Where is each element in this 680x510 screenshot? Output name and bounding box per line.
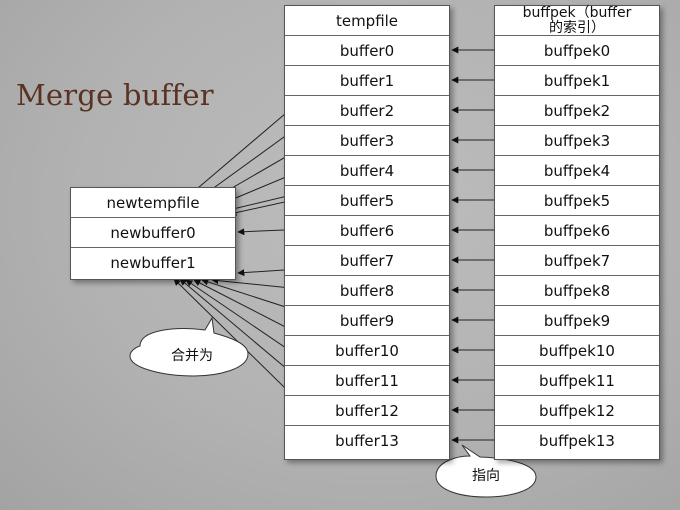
buffpek-entry-5: buffpek5 [495, 186, 659, 216]
buffpek-entry-12: buffpek12 [495, 396, 659, 426]
buffpek-entry-10: buffpek10 [495, 336, 659, 366]
newtempfile-buffer-0: newbuffer0 [71, 218, 235, 248]
buffpek-entry-2: buffpek2 [495, 96, 659, 126]
buffpek-entry-11: buffpek11 [495, 366, 659, 396]
tempfile-buffer-6: buffer6 [285, 216, 449, 246]
buffpek-entry-9: buffpek9 [495, 306, 659, 336]
buffpek-entry-8: buffpek8 [495, 276, 659, 306]
buffpek-entry-6: buffpek6 [495, 216, 659, 246]
buffpek-entry-3: buffpek3 [495, 126, 659, 156]
buffpek-index-header: buffpek（buffer 的索引） [495, 4, 659, 36]
tempfile-buffer-11: buffer11 [285, 366, 449, 396]
merge-arrow-buffer6 [237, 228, 285, 236]
tempfile-buffer-10: buffer10 [285, 336, 449, 366]
pointer-callout-text: 指向 [472, 468, 500, 484]
tempfile-buffer-5: buffer5 [285, 186, 449, 216]
tempfile-header: tempfile [285, 6, 449, 36]
tempfile-buffer-3: buffer3 [285, 126, 449, 156]
pointer-callout-bubble [435, 444, 537, 498]
index-pointer-arrows [451, 46, 494, 444]
newtempfile-column: newtempfile newbuffer0 newbuffer1 [70, 187, 236, 280]
buffpek-entry-13: buffpek13 [539, 432, 615, 450]
tempfile-buffer-13: buffer13 [335, 432, 399, 450]
index-header-line2: 的索引） [549, 19, 605, 36]
merge-callout-bubble [129, 316, 249, 377]
tempfile-buffer-1: buffer1 [285, 66, 449, 96]
tempfile-buffer-12: buffer12 [285, 396, 449, 426]
merge-callout-text: 合并为 [171, 348, 213, 364]
index-header-line1: buffpek（buffer [522, 4, 632, 21]
tempfile-buffer-9: buffer9 [285, 306, 449, 336]
newtempfile-buffer-1: newbuffer1 [110, 254, 196, 272]
newtempfile-header: newtempfile [71, 188, 235, 218]
merge-arrow-buffer7 [237, 269, 285, 277]
slide-title: Merge buffer [16, 78, 214, 112]
buffpek-entry-1: buffpek1 [495, 66, 659, 96]
tempfile-buffer-0: buffer0 [285, 36, 449, 66]
tempfile-buffer-4: buffer4 [285, 156, 449, 186]
buffpek-entry-4: buffpek4 [495, 156, 659, 186]
tempfile-buffer-7: buffer7 [285, 246, 449, 276]
buffpek-entry-7: buffpek7 [495, 246, 659, 276]
tempfile-buffer-2: buffer2 [285, 96, 449, 126]
tempfile-buffer-8: buffer8 [285, 276, 449, 306]
buffpek-entry-0: buffpek0 [495, 36, 659, 66]
